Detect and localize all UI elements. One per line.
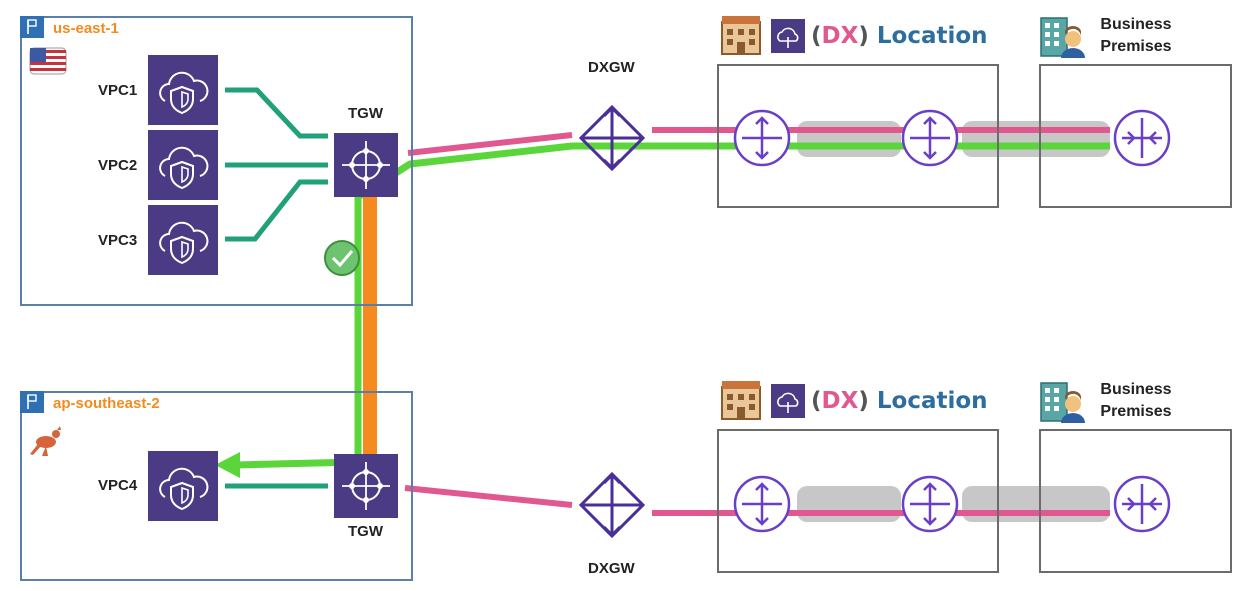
check-icon (324, 240, 360, 276)
routers (733, 109, 1171, 533)
dx-cloud-icon (771, 19, 805, 53)
vpc-label: VPC3 (98, 232, 138, 249)
tgw-label: TGW (348, 523, 383, 540)
region-flag-icon (20, 391, 44, 413)
business-premises-box (1039, 429, 1232, 573)
region-label: us-east-1 (53, 20, 119, 37)
router-icon (901, 109, 959, 167)
vpc-label: VPC1 (98, 82, 138, 99)
office-person-icon (1040, 382, 1085, 423)
region-us-east-1: us-east-1 (20, 16, 413, 306)
dx-location-title: (DX) Location (811, 23, 988, 49)
building-icon (721, 16, 761, 55)
vpc-icon (148, 55, 218, 125)
region-ap-southeast-2: ap-southeast-2 (20, 391, 413, 581)
vpc-icon (148, 205, 218, 275)
tgw-label: TGW (348, 105, 383, 122)
region-flag-icon (20, 16, 44, 38)
tgw-icon (334, 454, 398, 518)
pink-links (404, 127, 1110, 516)
tgw-icon (334, 133, 398, 197)
dxgw-label: DXGW (588, 59, 635, 76)
business-premises-label: Business Premises (1100, 16, 1172, 55)
vpc-attachments (225, 87, 328, 489)
tgw-to-dxgw-top-pink (407, 132, 573, 156)
dx-cloud-icon (771, 384, 805, 418)
us-flag-icon (29, 47, 67, 75)
office-person-icon (1040, 17, 1085, 58)
vpc3-attachment (225, 179, 328, 242)
vpc-icon (148, 130, 218, 200)
dxgw-top-icon (578, 104, 646, 172)
dx-location-title: (DX) Location (811, 388, 988, 414)
vpc-label: VPC2 (98, 157, 138, 174)
dx-location-box (717, 64, 999, 208)
business-premises-label: Business Premises (1100, 381, 1172, 420)
router-icon (733, 109, 791, 167)
building-icon (721, 381, 761, 420)
dxgw-label: DXGW (588, 560, 635, 577)
vpc-label: VPC4 (98, 477, 138, 494)
green-arrowhead (215, 452, 240, 478)
dxgw-bottom-icon (578, 471, 646, 539)
dx-location-box (717, 429, 999, 573)
tgw-to-dxgw-bottom-pink (404, 485, 573, 508)
vpc1-attachment (225, 87, 328, 139)
router-icon (733, 475, 791, 533)
kangaroo-icon (30, 426, 61, 456)
business-premises-box (1039, 64, 1232, 208)
router-icon (901, 475, 959, 533)
vpc-icon (148, 451, 218, 521)
router-icon (1113, 475, 1171, 533)
router-icon (1113, 109, 1171, 167)
region-label: ap-southeast-2 (53, 395, 160, 412)
